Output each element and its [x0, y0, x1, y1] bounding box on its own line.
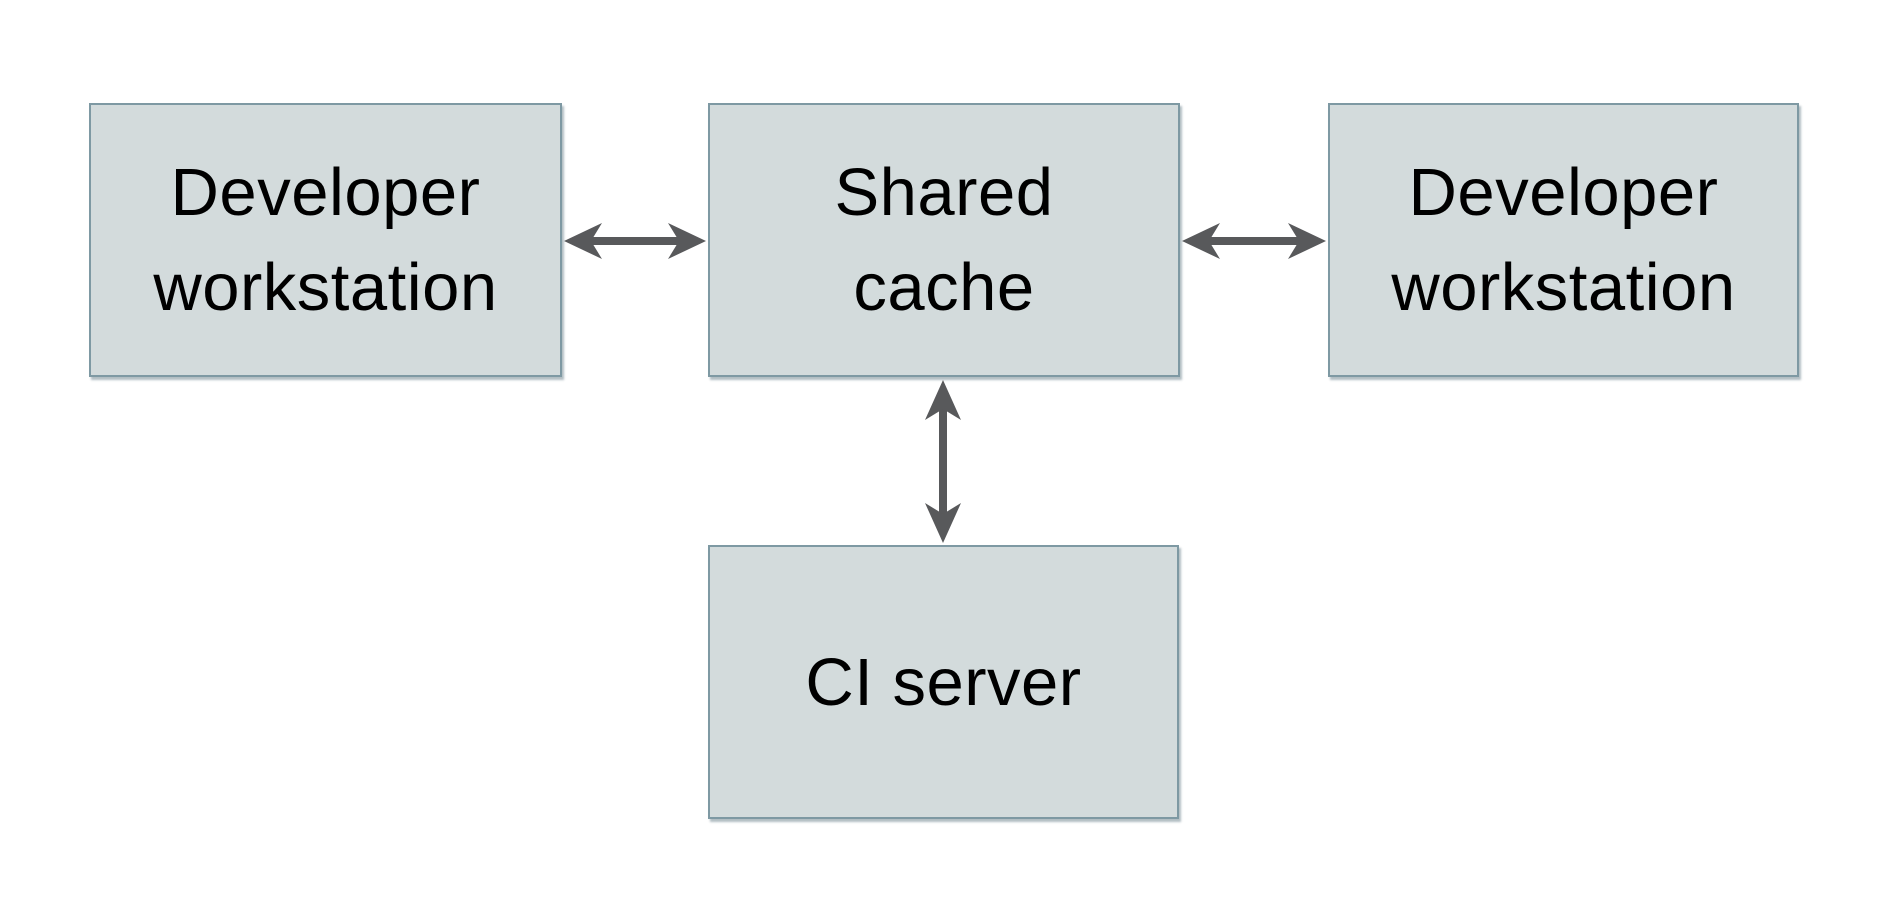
arrowhead-right-icon — [1288, 223, 1326, 259]
node-label: Shared cache — [834, 155, 1054, 325]
node-developer-workstation-left: Developer workstation — [89, 103, 562, 377]
node-shared-cache: Shared cache — [708, 103, 1180, 377]
arrowhead-up-icon — [925, 380, 961, 420]
arrowhead-right-icon — [668, 223, 706, 259]
arrowhead-down-icon — [925, 503, 961, 543]
arrow-shaft — [1204, 237, 1304, 245]
arrow-shaft — [586, 237, 684, 245]
node-ci-server: CI server — [708, 545, 1179, 819]
bidirectional-arrow-left-workstation-to-cache — [564, 223, 706, 259]
node-label: CI server — [805, 644, 1082, 720]
bidirectional-arrow-cache-to-right-workstation — [1182, 223, 1326, 259]
arrow-shaft — [939, 404, 947, 519]
bidirectional-arrow-cache-to-ci-server — [925, 380, 961, 543]
arrowhead-left-icon — [1182, 223, 1220, 259]
node-developer-workstation-right: Developer workstation — [1328, 103, 1799, 377]
node-label: Developer workstation — [153, 155, 498, 325]
arrowhead-left-icon — [564, 223, 602, 259]
node-label: Developer workstation — [1391, 155, 1736, 325]
